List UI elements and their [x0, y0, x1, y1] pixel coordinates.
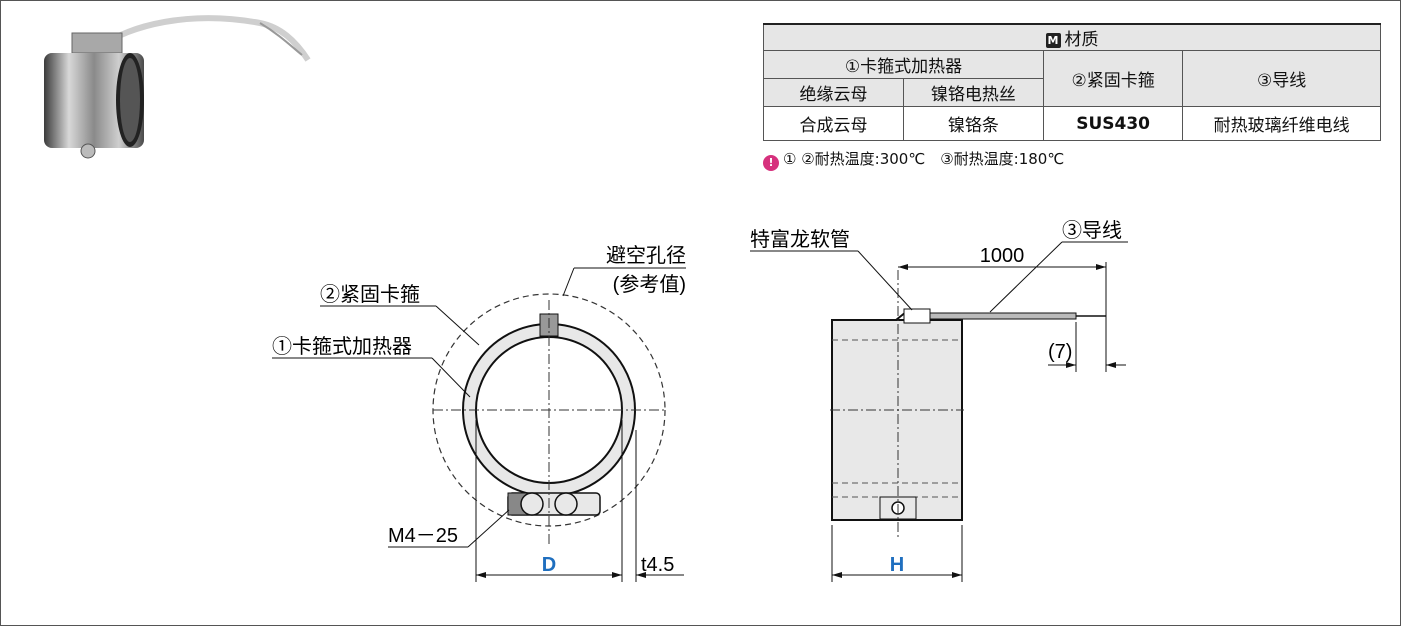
screw-head-right — [554, 492, 578, 516]
dim-length-label: 1000 — [980, 245, 1025, 267]
lead-wire — [929, 312, 1077, 320]
dim-d-label: D — [542, 554, 556, 576]
leader-ptfe — [857, 250, 913, 311]
arrow-d-right — [612, 572, 622, 578]
material-badge-icon: M — [1045, 33, 1061, 48]
heater-body — [831, 319, 963, 521]
leader-lead — [989, 241, 1063, 313]
dim-strip-label: (7) — [1048, 341, 1072, 363]
arrow-t — [636, 572, 646, 578]
label-clamp: ②紧固卡箍 — [320, 283, 420, 306]
arrow-strip-right — [1106, 362, 1116, 368]
leader-heater — [431, 357, 471, 398]
cell-wire: 镍铬条 — [902, 106, 1044, 141]
label-heater: ①卡箍式加热器 — [272, 335, 412, 358]
cell-clamp: SUS430 — [1042, 106, 1184, 141]
leader-clamp — [435, 305, 480, 346]
side-view: 特富龙软管 ③导线 1000 (7) H — [750, 219, 1128, 582]
label-lead: ③导线 — [1062, 219, 1122, 242]
header-clamp: ②紧固卡箍 — [1042, 50, 1184, 107]
header-heater: ①卡箍式加热器 — [763, 50, 1044, 79]
arrow-length-right — [1096, 264, 1106, 270]
label-ptfe: 特富龙软管 — [750, 228, 850, 251]
dim-h-label: H — [890, 554, 904, 576]
front-view: 避空孔径 (参考值) ②紧固卡箍 ①卡箍式加热器 M4－25 D t4.5 — [272, 244, 686, 582]
product-photo — [44, 15, 311, 159]
cell-insulation: 合成云母 — [763, 106, 904, 141]
leader-screw — [467, 509, 510, 548]
arrow-d-left — [476, 572, 486, 578]
header-wire: 镍铬电热丝 — [902, 78, 1044, 107]
leader-clearance — [562, 267, 575, 297]
header-insulation: 绝缘云母 — [763, 78, 904, 107]
arrow-h-left — [832, 572, 842, 578]
arrow-strip-left — [1066, 362, 1076, 368]
temperature-note: !① ②耐热温度:300℃ ③耐热温度:180℃ — [763, 148, 1064, 171]
label-clearance: 避空孔径 — [606, 244, 686, 267]
header-lead: ③导线 — [1182, 50, 1381, 107]
arrow-length-left — [898, 264, 908, 270]
screw-head-left — [520, 492, 544, 516]
cell-lead: 耐热玻璃纤维电线 — [1182, 106, 1381, 141]
label-screw: M4－25 — [388, 525, 458, 547]
ptfe-tube — [903, 308, 931, 324]
dim-t-label: t4.5 — [641, 554, 674, 576]
label-reference: (参考值) — [613, 273, 686, 296]
warning-icon: ! — [763, 155, 779, 171]
arrow-h-right — [952, 572, 962, 578]
